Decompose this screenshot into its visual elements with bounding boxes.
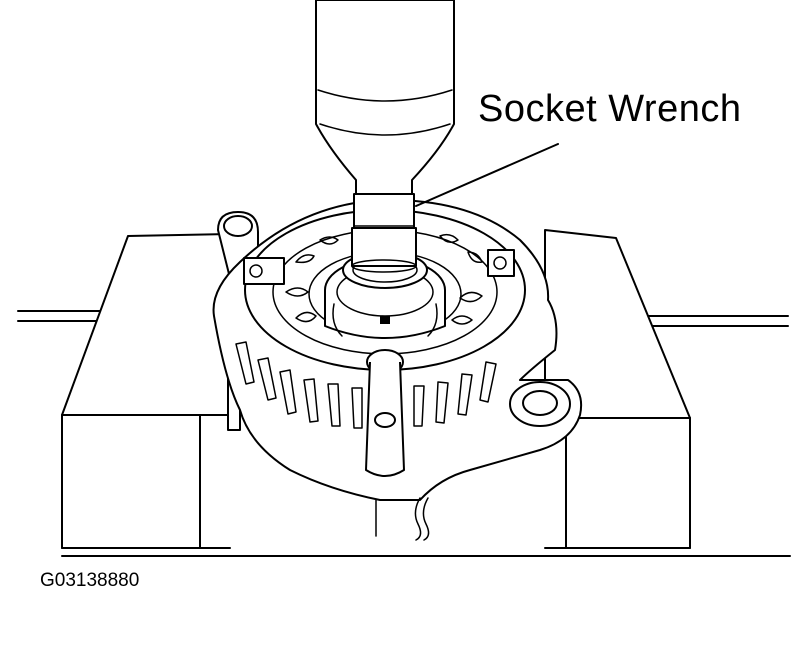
callout-leader — [415, 143, 559, 207]
socket-wrench-label: Socket Wrench — [478, 88, 742, 130]
socket-wrench — [315, 0, 455, 273]
figure-code: G03138880 — [40, 570, 140, 591]
pulley-nut — [324, 251, 446, 339]
vise-fixture — [17, 229, 791, 557]
